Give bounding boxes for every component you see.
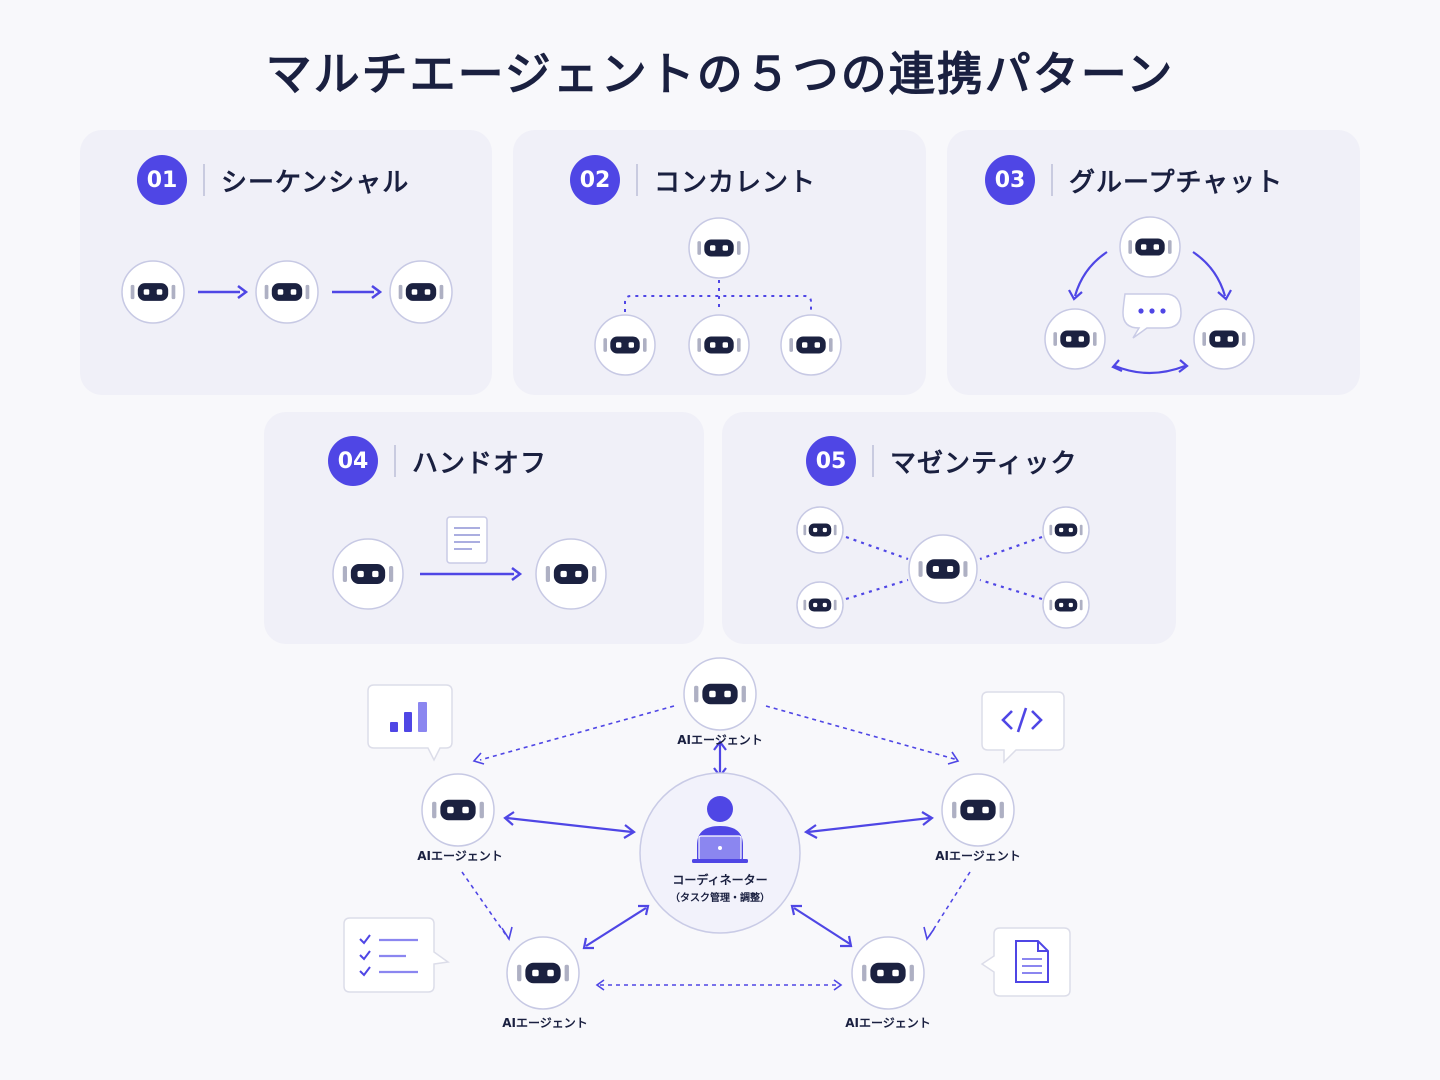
card-concurrent: 02 コンカレント (513, 130, 926, 395)
pattern-number: 02 (570, 155, 620, 205)
robot-icon (255, 260, 319, 324)
robot-icon (389, 260, 453, 324)
agent-label: AIエージェント (417, 849, 503, 863)
robot-icon (1044, 308, 1106, 370)
sequential-diagram (121, 260, 453, 324)
divider (394, 445, 396, 477)
pattern-number: 04 (328, 436, 378, 486)
solid-links (503, 740, 934, 950)
robot-icon (1042, 581, 1090, 629)
magentic-diagram (796, 506, 1090, 629)
agent-label: AIエージェント (677, 733, 763, 747)
robot-icon (851, 936, 925, 1010)
agent-label: AIエージェント (845, 1016, 931, 1030)
pattern-number: 05 (806, 436, 856, 486)
robot-icon (1119, 216, 1181, 278)
page-title: マルチエージェントの５つの連携パターン (265, 47, 1175, 101)
card-magentic: 05 マゼンティック (722, 412, 1176, 644)
coordinator-label: コーディネーター (672, 872, 767, 887)
code-icon (981, 691, 1065, 764)
robot-icon (796, 506, 844, 554)
document-icon (980, 927, 1071, 997)
robot-icon (332, 538, 404, 610)
divider (1051, 164, 1053, 196)
robot-icon (683, 657, 757, 731)
person-laptop-icon (692, 796, 748, 863)
curved-arrow-icon (1068, 251, 1232, 375)
pattern-title: マゼンティック (890, 448, 1078, 479)
coordinator-sublabel: （タスク管理・調整） (670, 891, 770, 904)
group-chat-diagram (1044, 216, 1255, 375)
pattern-title: シーケンシャル (221, 167, 410, 198)
robot-icon (1042, 506, 1090, 554)
robot-icon (121, 260, 185, 324)
robot-icon (941, 773, 1015, 847)
bar-chart-icon (367, 684, 453, 762)
arrow-right-icon (198, 285, 249, 299)
pattern-title: グループチャット (1069, 167, 1284, 198)
document-icon (446, 516, 488, 564)
fan-out-connector (624, 280, 812, 312)
divider (203, 164, 205, 196)
pattern-number: 03 (985, 155, 1035, 205)
concurrent-diagram (594, 217, 842, 376)
robot-icon (908, 534, 978, 604)
coordinator-node: コーディネーター （タスク管理・調整） (639, 772, 801, 934)
robot-icon (688, 314, 750, 376)
arrow-right-icon (332, 285, 383, 299)
robot-icon (506, 936, 580, 1010)
checklist-icon (343, 917, 450, 993)
robot-icon (796, 581, 844, 629)
divider (872, 445, 874, 477)
robot-icon (535, 538, 607, 610)
robot-icon (594, 314, 656, 376)
pattern-title: コンカレント (654, 167, 817, 198)
dashed-arrowheads (472, 751, 960, 991)
pattern-number: 01 (137, 155, 187, 205)
dashed-links (461, 705, 971, 986)
card-handoff: 04 ハンドオフ (264, 412, 704, 644)
agent-label: AIエージェント (935, 849, 1021, 863)
agent-label: AIエージェント (502, 1016, 588, 1030)
card-group-chat: 03 グループチャット (947, 130, 1360, 395)
pattern-title: ハンドオフ (412, 448, 548, 479)
handoff-diagram (332, 516, 607, 610)
robot-icon (780, 314, 842, 376)
robot-icon (1193, 308, 1255, 370)
card-sequential: 01 シーケンシャル (80, 130, 492, 395)
robot-icon (688, 217, 750, 279)
arrow-right-icon (420, 567, 523, 581)
speech-bubble-ellipsis-icon (1122, 293, 1182, 339)
divider (636, 164, 638, 196)
robot-icon (421, 773, 495, 847)
hub-connector (845, 535, 1043, 601)
